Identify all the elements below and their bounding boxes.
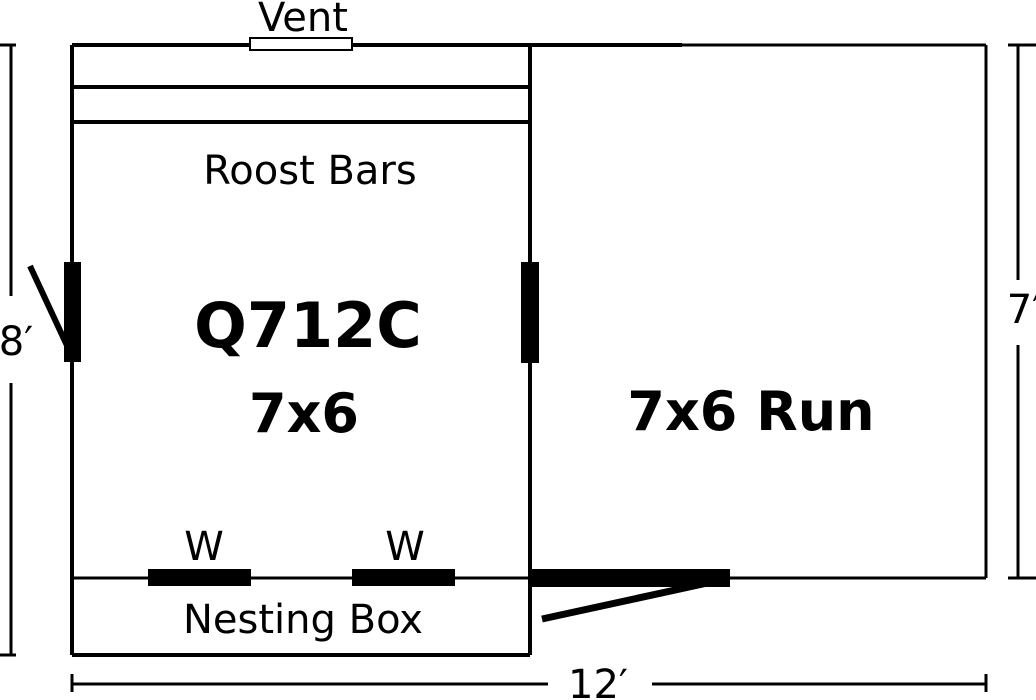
dim-left-label: 8′ xyxy=(0,319,33,365)
run-label: 7x6 Run xyxy=(627,380,874,443)
window-2 xyxy=(352,569,455,586)
coop-size-label: 7x6 xyxy=(249,382,359,445)
window-label-1: W xyxy=(184,524,224,570)
nesting-box-label: Nesting Box xyxy=(183,597,423,643)
window-1 xyxy=(148,569,251,586)
window-label-2: W xyxy=(385,524,425,570)
run-door xyxy=(532,569,730,587)
dimension-lines xyxy=(0,43,1036,692)
left-door xyxy=(64,262,81,362)
roost-bars xyxy=(72,85,530,124)
run-fence xyxy=(682,43,988,580)
roost-bars-label: Roost Bars xyxy=(203,148,416,194)
left-door-swing xyxy=(27,264,73,354)
model-label: Q712C xyxy=(194,289,422,362)
dim-bottom-label: 12′ xyxy=(568,662,628,700)
vent xyxy=(249,37,353,51)
interior-door xyxy=(521,262,539,363)
vent-label: Vent xyxy=(258,0,348,41)
dim-right-label: 7′ xyxy=(1007,287,1036,333)
run-door-swing xyxy=(541,578,713,623)
